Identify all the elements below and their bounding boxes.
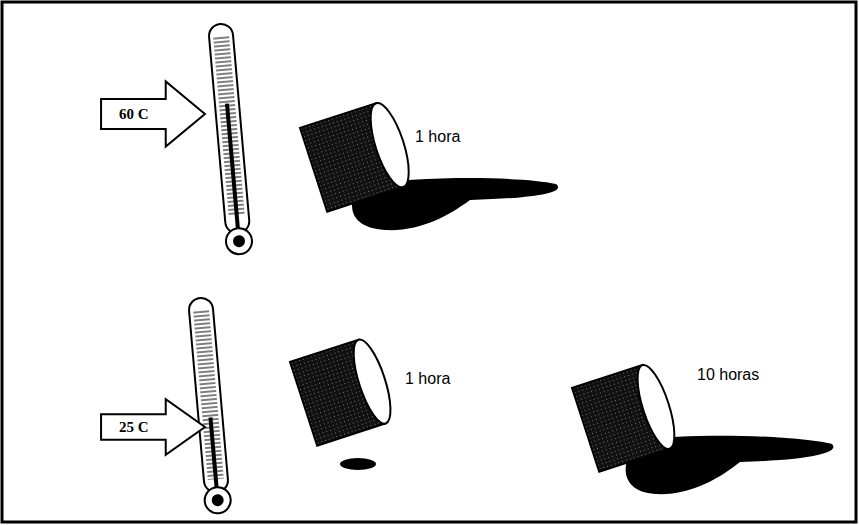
tipped-can: [300, 99, 417, 212]
thermometer: [207, 23, 253, 255]
time-label: 1 hora: [415, 128, 460, 146]
arrow-outline: [100, 398, 206, 456]
liquid-drip: [340, 458, 376, 470]
arrow-tag: 25 C: [100, 398, 206, 456]
temperature-label: 60 C: [100, 80, 168, 148]
tipped-can: [290, 336, 398, 446]
arrow-outline: [100, 80, 206, 148]
tipped-can: [572, 361, 682, 472]
time-label: 10 horas: [697, 366, 759, 384]
time-label: 1 hora: [405, 370, 450, 388]
arrow-tag: 60 C: [100, 80, 206, 148]
thermometer: [187, 297, 232, 514]
temperature-label: 25 C: [100, 398, 168, 456]
